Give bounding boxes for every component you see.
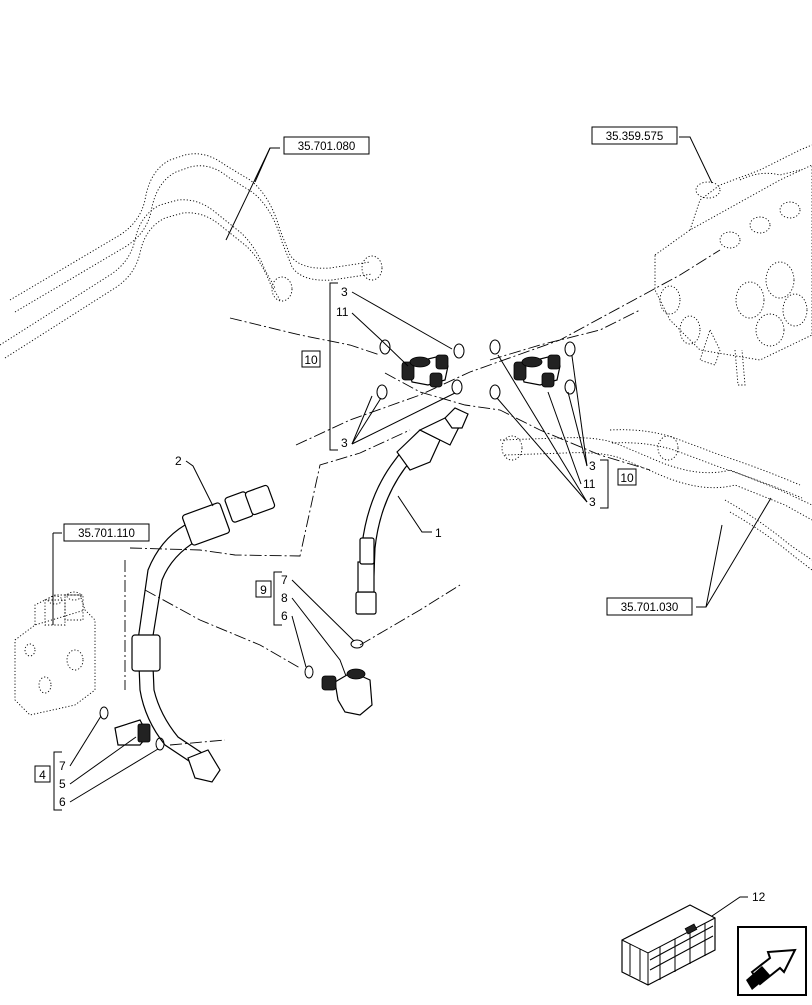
callout-label: 3 [589, 495, 596, 509]
reference-box-top-right[interactable]: 35.359.575 [591, 126, 678, 145]
kit-box-icon [621, 904, 716, 986]
ghost-pipes-upper-left [0, 153, 383, 359]
callout-label: 5 [59, 777, 66, 791]
callout-hose-1: 1 [397, 495, 442, 540]
ref-label: 35.701.080 [298, 141, 356, 153]
ghost-pipes-right [499, 429, 812, 571]
callout-kit: 12 [711, 890, 766, 917]
callout-label: 7 [59, 759, 66, 773]
reference-box-top-left[interactable]: 35.701.080 [283, 136, 370, 155]
callout-label: 3 [341, 436, 348, 450]
solenoid-valve [14, 591, 96, 716]
callout-hose-2: 2 [175, 454, 214, 507]
ref-label: 35.701.110 [78, 528, 135, 540]
callout-label: 3 [341, 285, 348, 299]
group-label: 10 [620, 471, 634, 485]
group-adapter: 4 7 5 6 [34, 715, 159, 811]
navigation-arrow-icon[interactable] [737, 926, 807, 996]
callout-label: 1 [435, 526, 442, 540]
tee-fitting-right [513, 354, 561, 388]
group-label: 4 [39, 768, 46, 782]
reference-box-right[interactable]: 35.701.030 [606, 597, 693, 616]
group-label: 10 [304, 353, 318, 367]
center-lines [124, 249, 721, 746]
group-elbow: 9 7 8 6 [255, 571, 355, 677]
reference-box-left[interactable]: 35.701.110 [63, 523, 150, 542]
group-right-tee: 10 3 11 3 [496, 354, 637, 509]
ref-label: 35.359.575 [606, 131, 664, 143]
callout-label: 3 [589, 459, 596, 473]
hose-1 [355, 407, 469, 615]
control-valve-block [654, 144, 812, 386]
callout-label: 11 [583, 477, 596, 491]
o-rings-elbow [304, 639, 364, 679]
ref-label: 35.701.030 [621, 602, 679, 614]
group-label: 9 [260, 583, 267, 597]
callout-label: 7 [281, 573, 288, 587]
callout-label: 2 [175, 454, 182, 468]
o-rings-right [489, 339, 576, 400]
tee-fitting-left [401, 354, 449, 388]
reference-leaders [52, 136, 772, 625]
callout-label: 12 [752, 890, 766, 904]
elbow-fitting [321, 668, 373, 716]
adapter-fitting [99, 706, 165, 751]
callout-label: 6 [59, 795, 66, 809]
callout-label: 8 [281, 591, 288, 605]
o-rings-left [376, 339, 465, 400]
hose-2 [131, 484, 276, 783]
callout-label: 11 [336, 305, 349, 319]
group-left-tee: 10 3 11 3 [301, 282, 456, 451]
callout-label: 6 [281, 609, 288, 623]
